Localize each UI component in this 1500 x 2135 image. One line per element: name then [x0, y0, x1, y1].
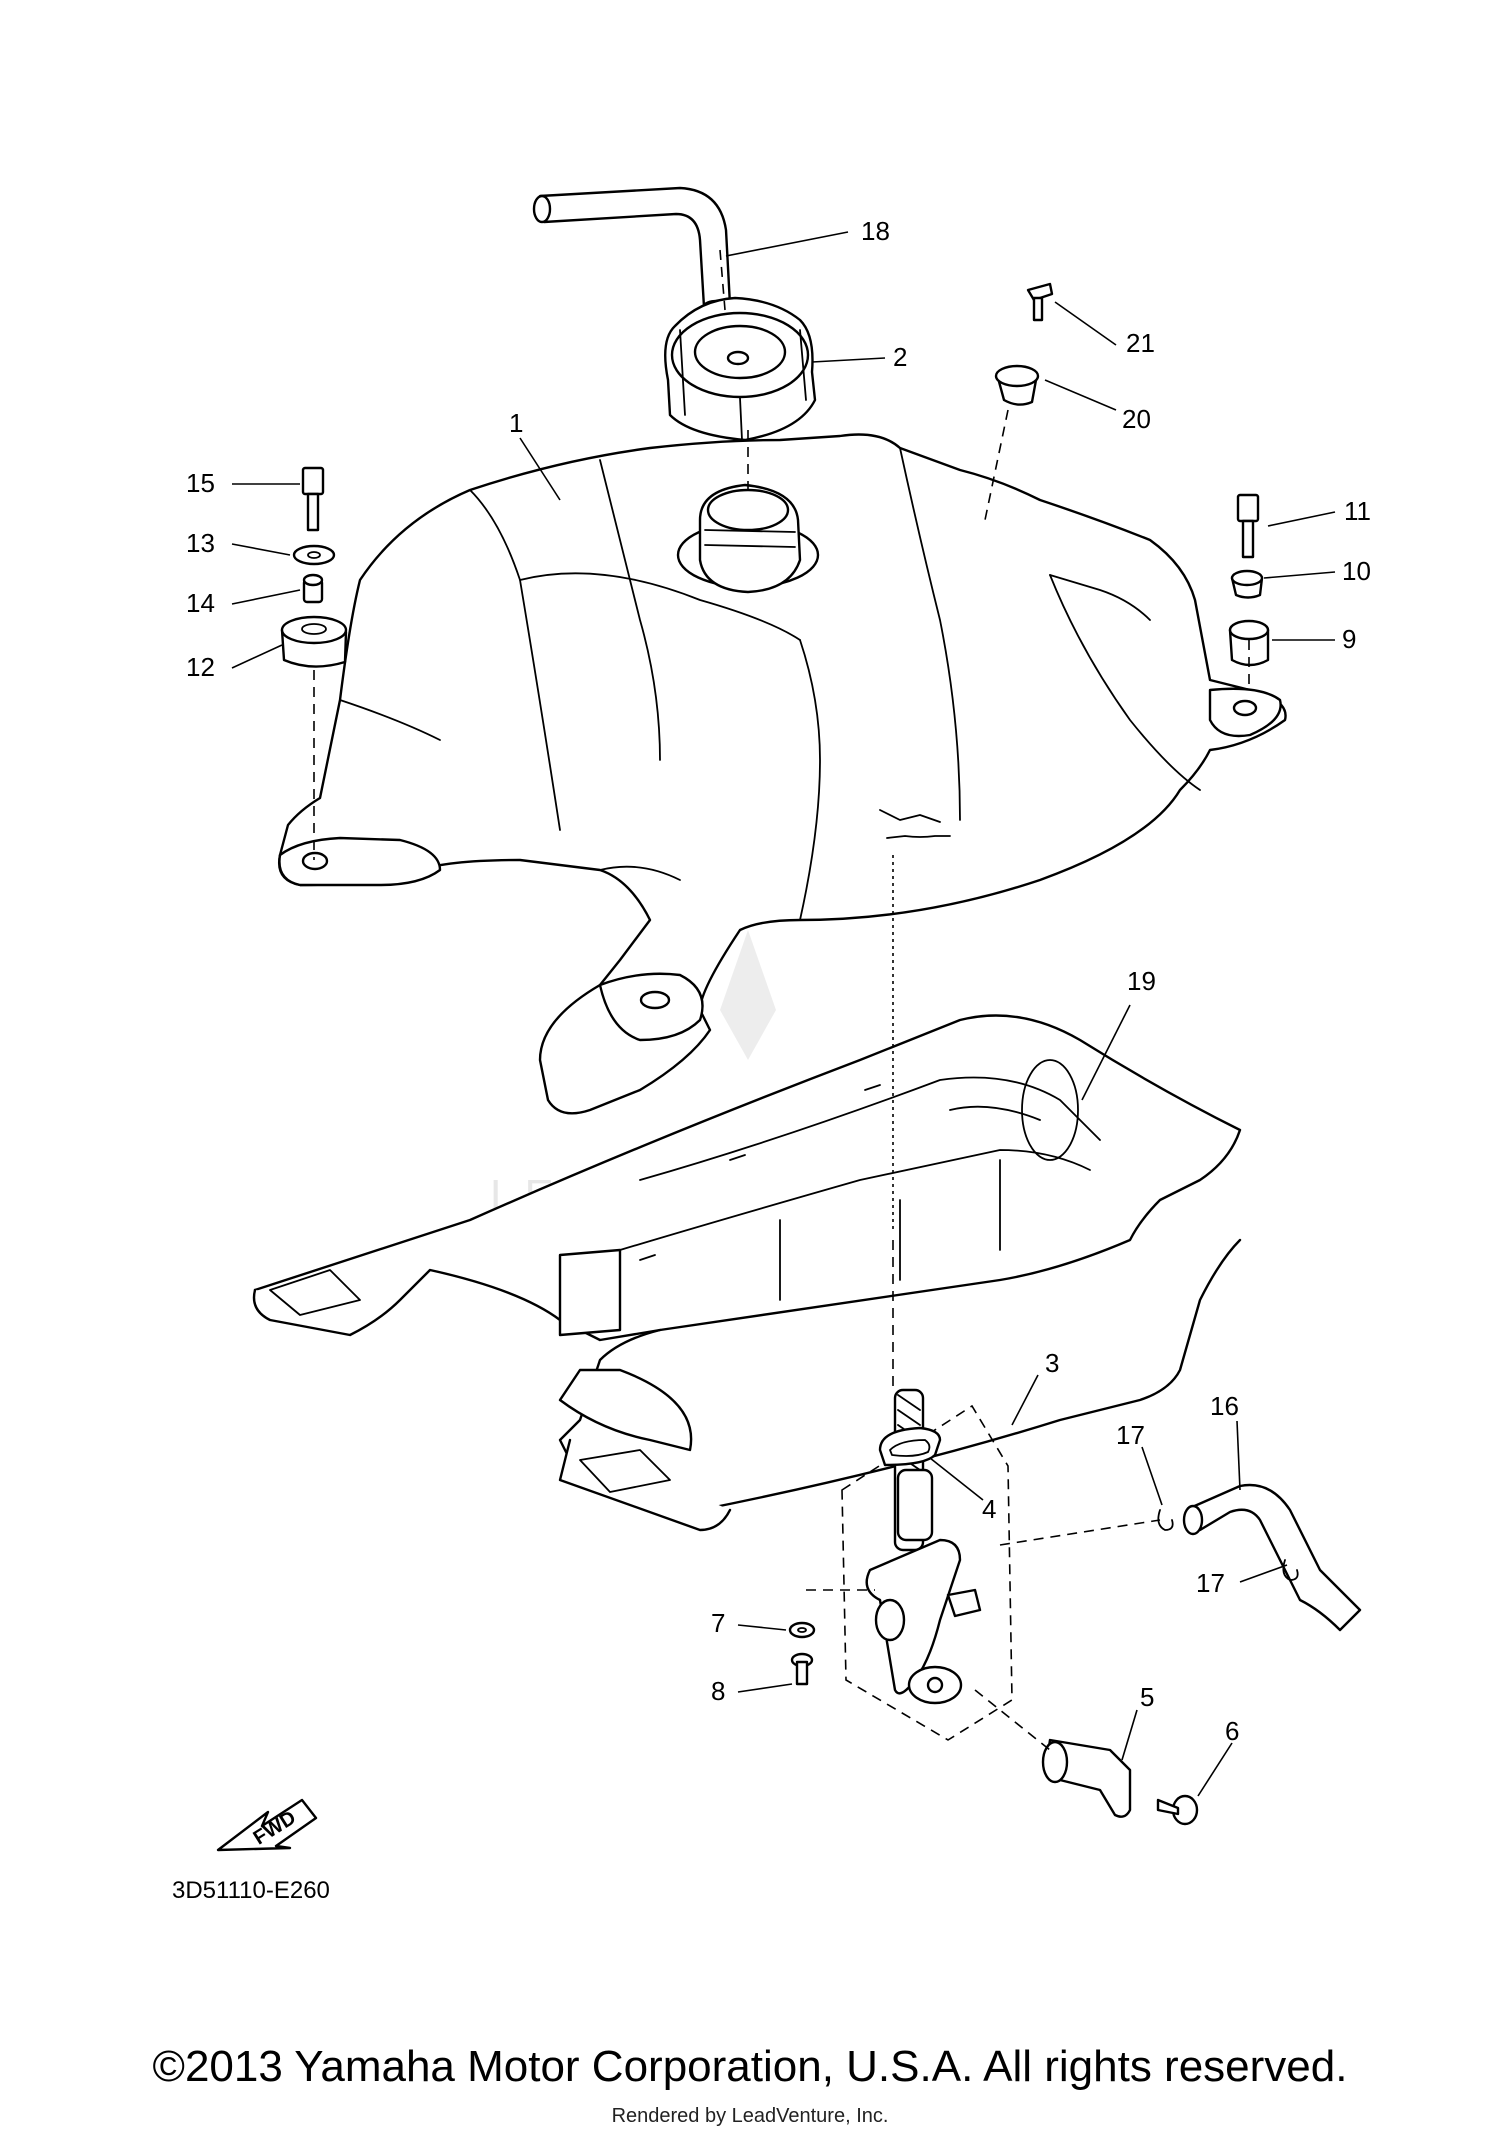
part-12-grommet — [280, 615, 348, 668]
part-16-fuel-hose — [1182, 1483, 1362, 1632]
callout-5: 5 — [1140, 1682, 1154, 1712]
part-2-fuel-cap — [664, 296, 817, 442]
callout-8: 8 — [711, 1676, 725, 1706]
callout-1: 1 — [509, 408, 523, 438]
part-11-bolt — [1236, 493, 1260, 559]
rendered-by-credit: Rendered by LeadVenture, Inc. — [611, 2105, 889, 2127]
callout-10: 10 — [1342, 556, 1371, 586]
part-21-screw — [1026, 282, 1054, 322]
part-13-washer — [292, 544, 336, 566]
fwd-arrow-icon: FWD — [216, 1798, 318, 1852]
part-20-damper — [994, 364, 1040, 406]
callout-2: 2 — [893, 342, 907, 372]
part-6-screw — [1156, 1794, 1199, 1826]
callout-4: 4 — [982, 1494, 996, 1524]
callout-14: 14 — [186, 588, 215, 618]
callout-12: 12 — [186, 652, 215, 682]
callout-11: 11 — [1344, 496, 1371, 526]
part-9-grommet — [1228, 619, 1270, 667]
part-17-hose-clip-lower — [1282, 1559, 1299, 1581]
part-10-collar — [1230, 569, 1264, 599]
part-5-fuel-cock-lever — [1041, 1738, 1132, 1818]
callout-16: 16 — [1210, 1391, 1239, 1421]
callout-numbers: 18 2 1 21 20 11 10 9 15 13 14 12 19 3 4 … — [186, 216, 1371, 1746]
callout-7: 7 — [711, 1608, 725, 1638]
part-8-screw — [790, 1652, 814, 1686]
part-15-bolt — [301, 466, 325, 532]
callout-21: 21 — [1126, 328, 1155, 358]
part-19-tank-guard — [252, 1014, 1242, 1532]
callout-19: 19 — [1127, 966, 1156, 996]
callout-13: 13 — [186, 528, 215, 558]
callout-17-upper: 17 — [1116, 1420, 1145, 1450]
part-17-hose-clip-upper — [1157, 1509, 1174, 1531]
part-7-washer — [788, 1621, 816, 1639]
copyright-notice: ©2013 Yamaha Motor Corporation, U.S.A. A… — [152, 2042, 1348, 2091]
callout-17-lower: 17 — [1196, 1568, 1225, 1598]
leader-lines — [231, 231, 1336, 1797]
part-1-fuel-tank — [278, 433, 1287, 1115]
callout-3: 3 — [1045, 1348, 1059, 1378]
callout-9: 9 — [1342, 624, 1356, 654]
callout-15: 15 — [186, 468, 215, 498]
callout-20: 20 — [1122, 404, 1151, 434]
part-14-collar — [302, 573, 324, 604]
diagram-code: 3D51110-E260 — [172, 1877, 330, 1904]
callout-6: 6 — [1225, 1716, 1239, 1746]
callout-18: 18 — [861, 216, 890, 246]
part-18-breather-hose — [532, 186, 732, 313]
part-4-o-ring — [878, 1426, 942, 1467]
assembly-lines — [313, 249, 1250, 1751]
